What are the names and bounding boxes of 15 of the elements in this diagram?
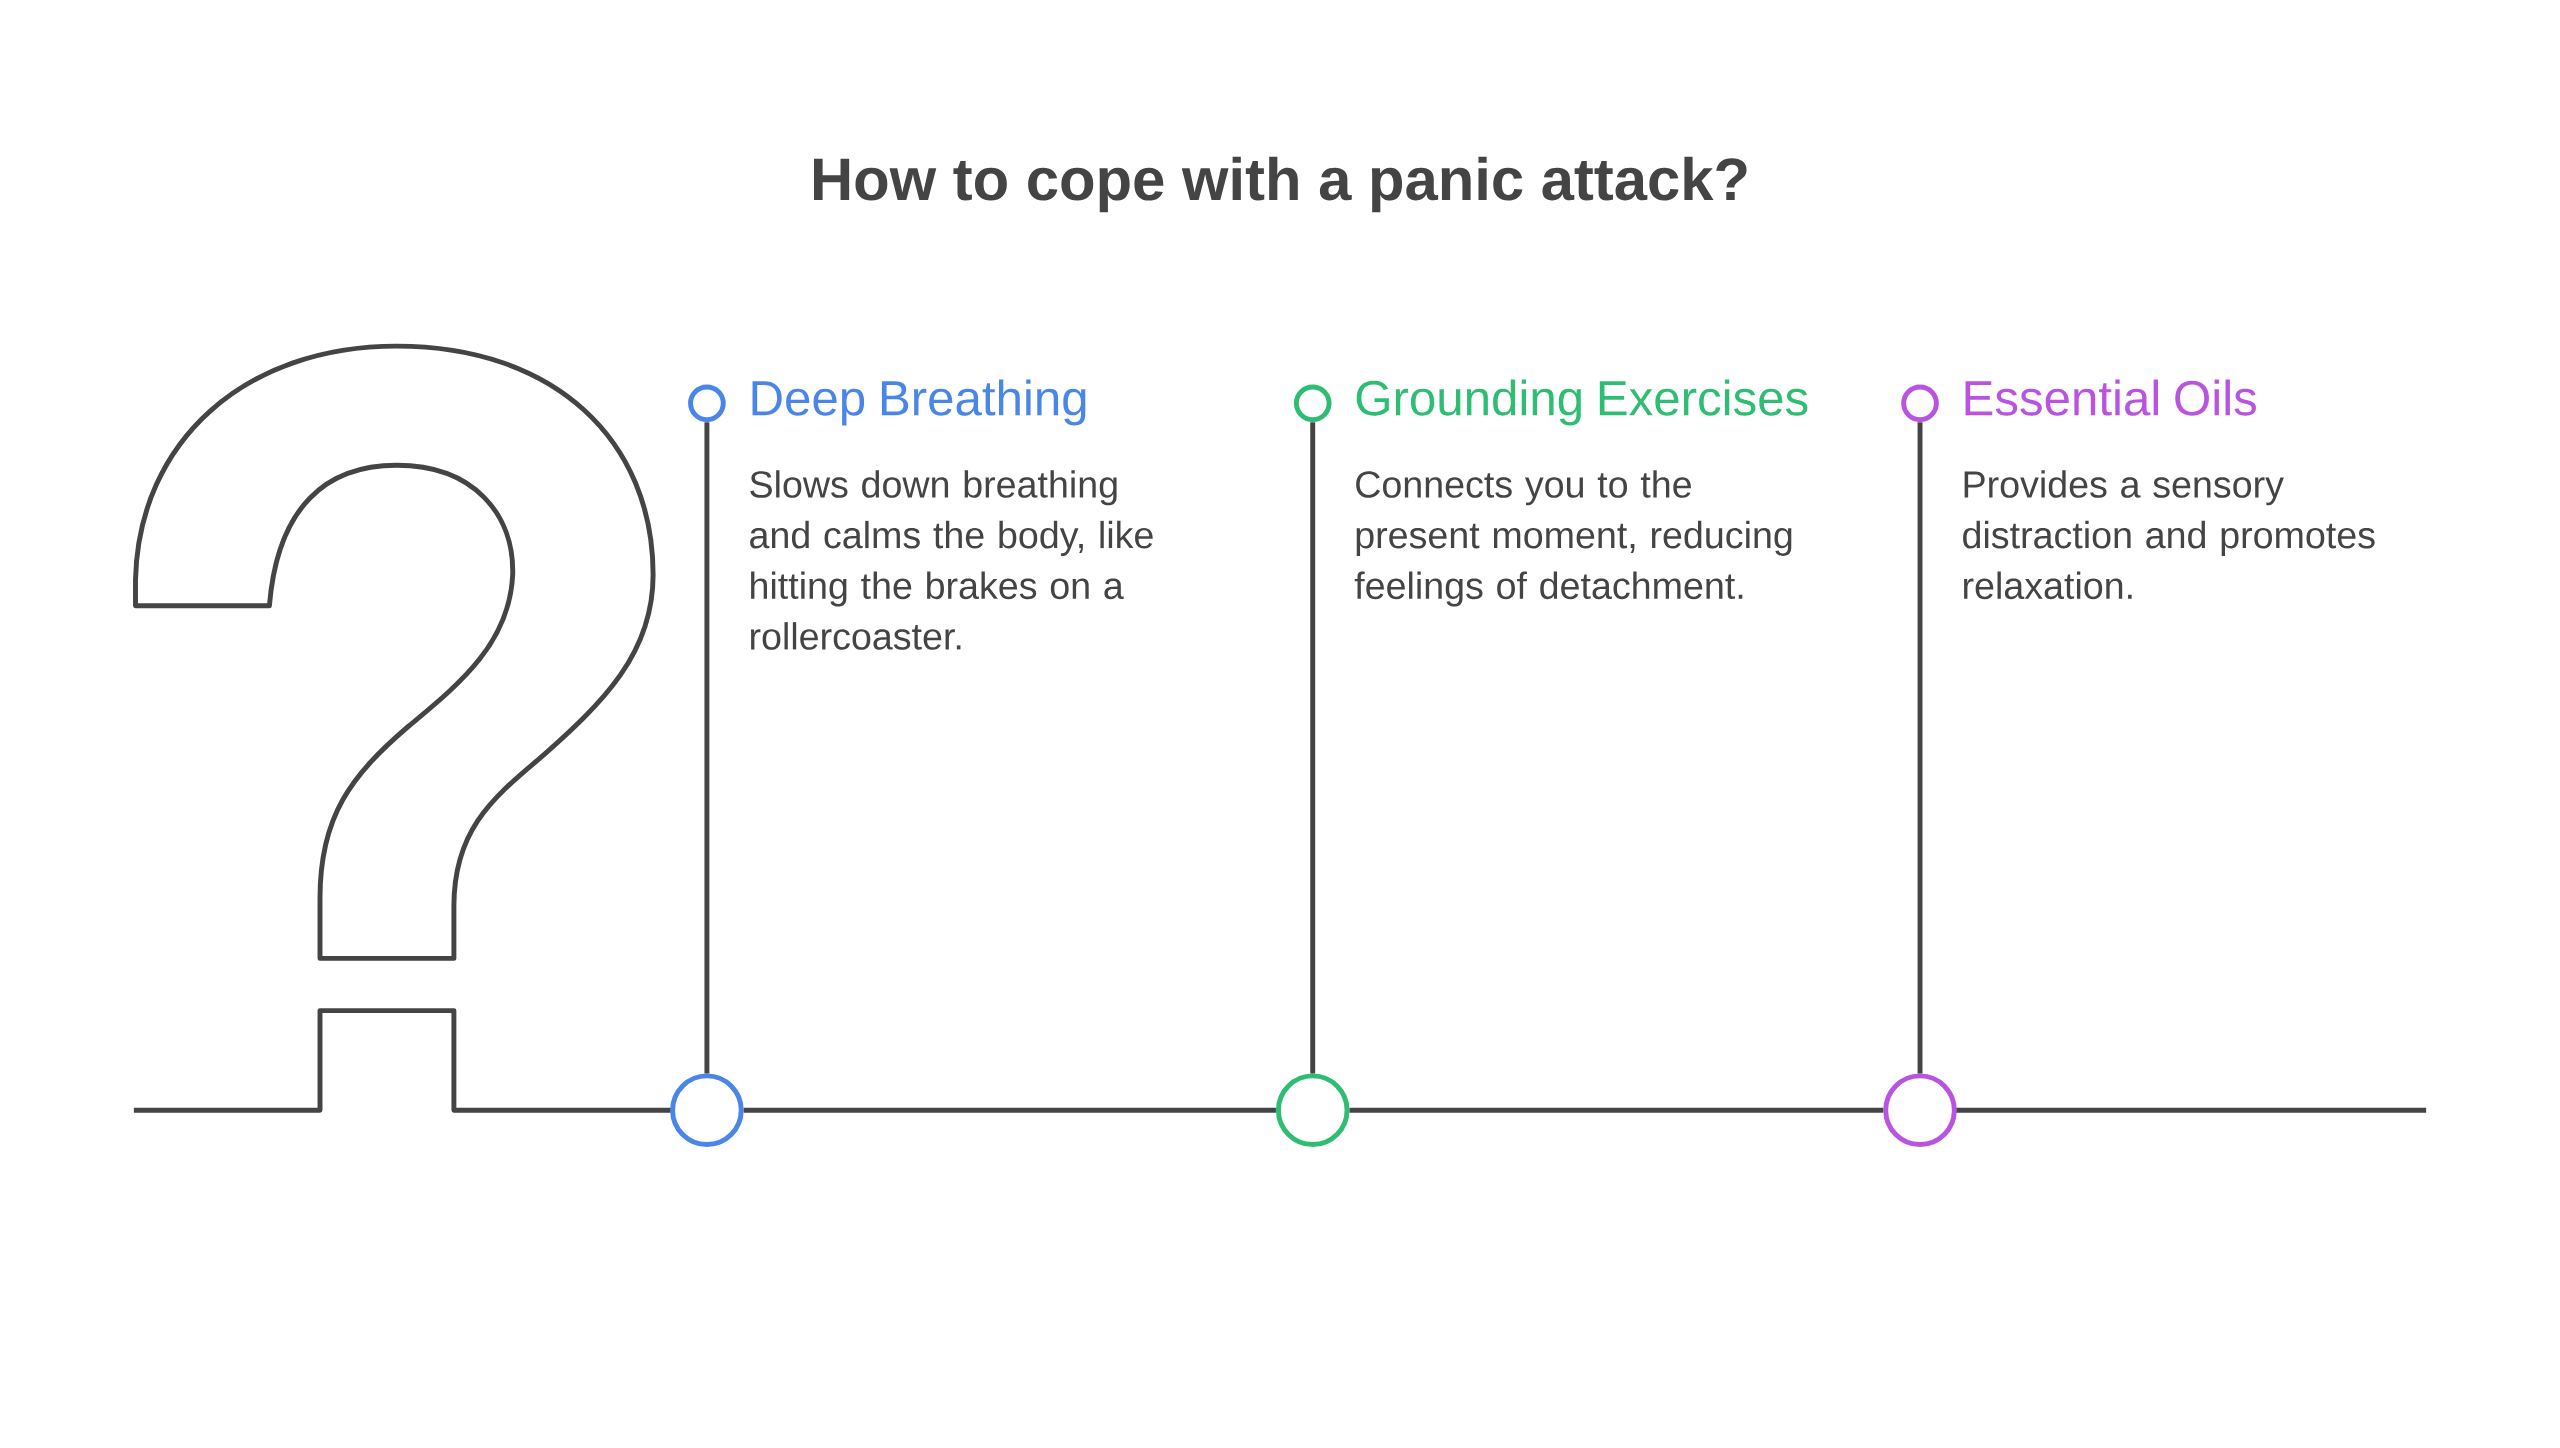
connector-line xyxy=(704,422,710,1074)
small-circle xyxy=(1901,384,1939,423)
step-text: Grounding Exercises Connects you to the present moment, reducing feelings of detachment. xyxy=(1354,379,1808,607)
timeline-circle xyxy=(1275,1073,1350,1147)
connector-line xyxy=(1310,422,1316,1074)
connector-line xyxy=(1349,1107,1884,1113)
step-text: Essential Oils Provides a sensory distraction and promotes relaxation. xyxy=(1963,379,2375,600)
small-circle xyxy=(1293,384,1332,423)
connector-line xyxy=(1917,422,1923,1074)
timeline-circle xyxy=(670,1073,744,1147)
title: How to cope with a panic attack? xyxy=(814,156,1747,213)
step-text: Deep Breathing Slows down breathing and calms the body, like hitting the brakes on a rollercoaster. xyxy=(750,379,1153,650)
timeline-circle xyxy=(1883,1073,1957,1147)
connector-line xyxy=(743,1107,1276,1113)
small-circle xyxy=(688,384,726,423)
